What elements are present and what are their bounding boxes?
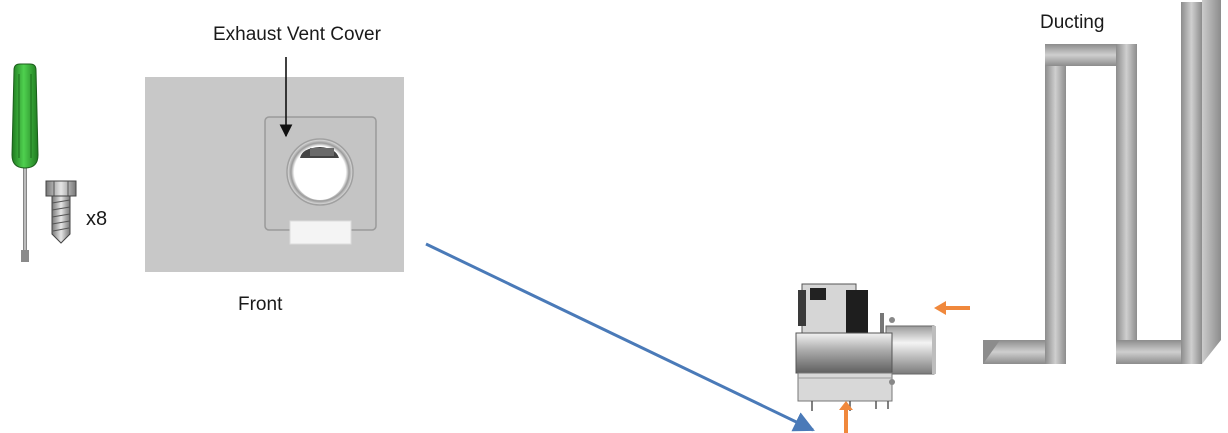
- ducting: [983, 0, 1221, 364]
- ducting-label: Ducting: [1040, 12, 1105, 33]
- exhaust-vent-cover: [286, 138, 354, 206]
- screwdriver-icon: [11, 63, 39, 262]
- front-label: Front: [238, 294, 283, 315]
- airflow-in-arrow: [934, 301, 970, 315]
- bolt-icon: [45, 180, 77, 244]
- front-panel: [145, 77, 404, 272]
- connector-arrow: [425, 242, 815, 432]
- exhaust-vent-cover-label: Exhaust Vent Cover: [213, 24, 381, 45]
- fan-unit: [795, 283, 936, 411]
- screw-quantity-label: x8: [86, 208, 108, 230]
- airflow-out-arrow: [839, 401, 853, 433]
